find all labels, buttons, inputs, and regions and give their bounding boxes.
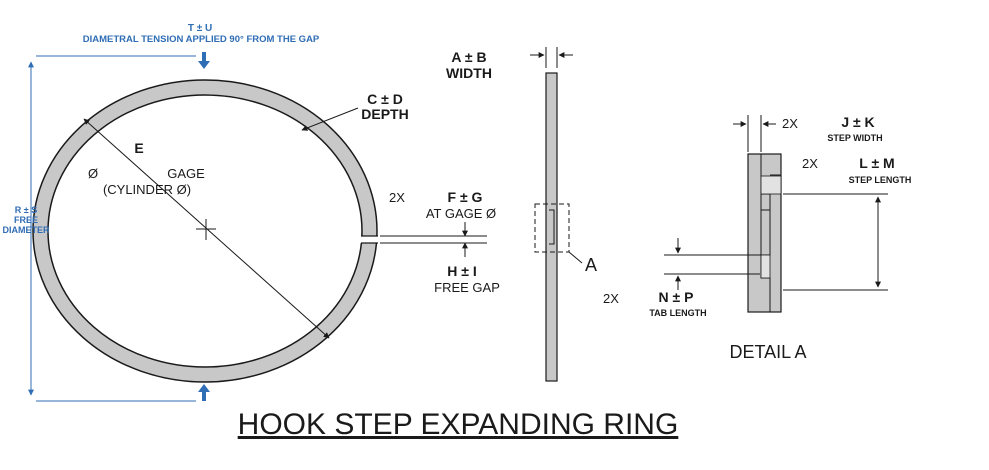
width-symbol: A ± B: [451, 49, 486, 65]
depth-symbol: C ± D: [367, 91, 403, 107]
tab-length-label: TAB LENGTH: [649, 308, 706, 318]
gage-diameter-line: [83, 118, 330, 339]
gap-dimension: [380, 222, 487, 257]
gage-line1: GAGE: [167, 166, 205, 181]
free-gap-label: FREE GAP: [434, 280, 500, 295]
free-diameter-line1: FREE: [14, 215, 38, 225]
gap-gage-symbol: F ± G: [448, 189, 483, 205]
gage-line2: (CYLINDER Ø): [103, 182, 191, 197]
gap-gage-multiplier: 2X: [389, 190, 405, 205]
step-width-symbol: J ± K: [841, 114, 874, 130]
step-length-multiplier: 2X: [802, 156, 818, 171]
free-diameter-symbol: R ± S: [15, 205, 37, 215]
step-width-label: STEP WIDTH: [827, 133, 882, 143]
tension-symbol: T ± U: [188, 23, 212, 34]
step-length-label: STEP LENGTH: [849, 175, 912, 185]
detail-a-title: DETAIL A: [729, 342, 806, 362]
gap-gage-label: AT GAGE Ø: [426, 206, 496, 221]
tab-length-multiplier: 2X: [603, 291, 619, 306]
step-width-multiplier: 2X: [782, 116, 798, 131]
depth-arrow: [301, 107, 359, 131]
width-label: WIDTH: [446, 65, 492, 81]
detail-callout-box: [534, 203, 570, 253]
detail-reference: A: [585, 255, 597, 275]
tab-length-symbol: N ± P: [659, 289, 694, 305]
ring-front-view: [32, 79, 380, 383]
gage-phi: Ø: [88, 166, 98, 181]
gage-symbol: E: [134, 140, 143, 156]
detail-a-view: [664, 115, 888, 313]
free-diameter-line2: DIAMETER: [3, 225, 51, 235]
ring-gap: [358, 236, 380, 243]
free-gap-symbol: H ± I: [447, 263, 476, 279]
drawing-title: HOOK STEP EXPANDING RING: [238, 408, 679, 441]
depth-label: DEPTH: [361, 106, 408, 122]
free-diameter-dimension: [28, 55, 196, 402]
ring-side-view: [530, 47, 583, 382]
step-length-symbol: L ± M: [859, 155, 894, 171]
ring-body: [32, 79, 378, 383]
tension-arrows: [198, 52, 210, 401]
tension-description: DIAMETRAL TENSION APPLIED 90° FROM THE G…: [83, 34, 320, 45]
